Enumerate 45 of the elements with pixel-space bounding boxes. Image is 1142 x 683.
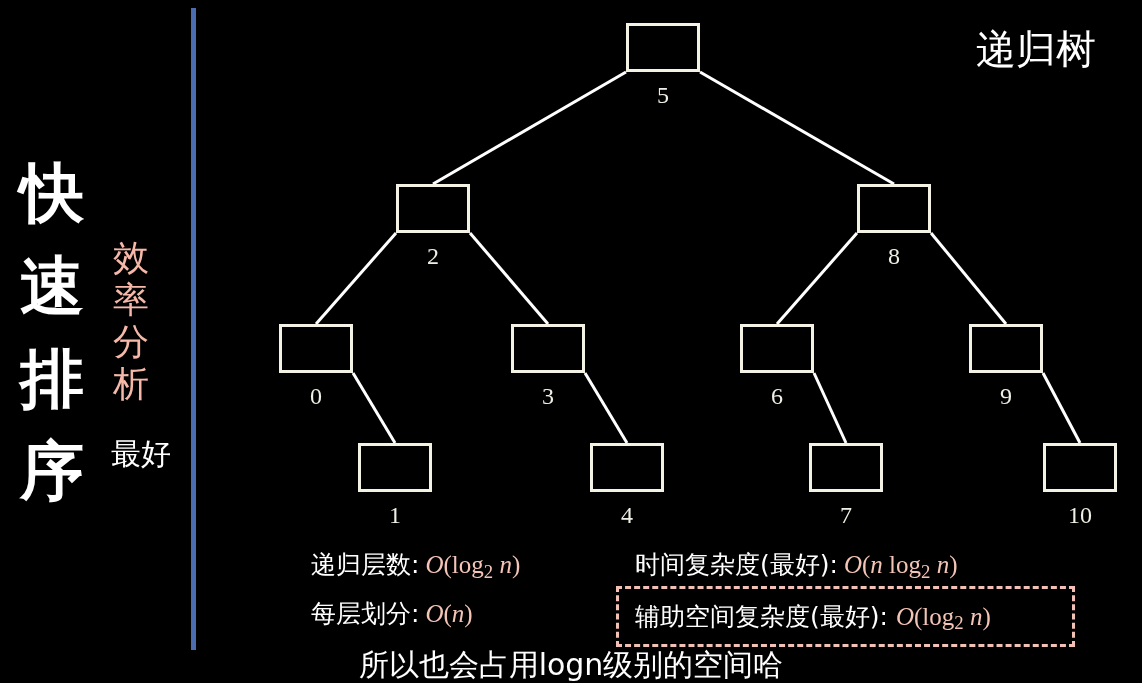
- tree-edge-line: [812, 372, 848, 444]
- node-index-number: 6: [771, 382, 783, 410]
- tree-node-box: [809, 443, 883, 492]
- tree-node-box: [740, 324, 814, 373]
- tree-node-box: [511, 324, 585, 373]
- formula-text: O(log$_{2}$ n): [895, 601, 991, 632]
- subtitle-text: 所以也会占用logn级别的空间哈: [358, 648, 784, 682]
- metric-label: 每层划分:: [311, 599, 420, 629]
- dashed-highlight-frame: [616, 586, 1075, 647]
- node-index-number: 5: [657, 81, 669, 109]
- tree-edge-line: [929, 232, 1008, 325]
- title-text: 递归树: [976, 26, 1096, 72]
- tree-node-box: [626, 23, 700, 72]
- metric-label: 递归层数:: [311, 550, 420, 580]
- tree-edge-line: [583, 372, 629, 444]
- tree-edge-line: [351, 372, 397, 444]
- tree-node-box: [1043, 443, 1117, 492]
- tree-edge-line: [775, 232, 859, 325]
- case-label: 最好: [111, 436, 171, 472]
- tree-node-box: [857, 184, 931, 233]
- tree-edge-line: [699, 70, 895, 186]
- metric-label: 时间复杂度(最好):: [635, 550, 838, 580]
- node-index-number: 3: [542, 382, 554, 410]
- tree-edge-line: [468, 232, 550, 325]
- tree-edge-line: [1041, 372, 1082, 444]
- node-index-number: 8: [888, 242, 900, 270]
- node-index-number: 9: [1000, 382, 1012, 410]
- node-index-number: 2: [427, 242, 439, 270]
- tree-edge-line: [314, 232, 398, 325]
- formula-text: O(n log$_{2}$ n): [843, 550, 958, 580]
- tree-node-box: [590, 443, 664, 492]
- formula-text: O(n): [425, 599, 473, 629]
- tree-node-box: [279, 324, 353, 373]
- node-index-number: 4: [621, 501, 633, 529]
- node-index-number: 7: [840, 501, 852, 529]
- tree-node-box: [969, 324, 1043, 373]
- node-index-number: 10: [1068, 501, 1092, 529]
- tree-edge-line: [432, 70, 627, 186]
- node-index-number: 0: [310, 382, 322, 410]
- tree-node-box: [396, 184, 470, 233]
- vertical-subtitle: 效率分析: [113, 237, 149, 405]
- metric-label: 辅助空间复杂度(最好):: [635, 601, 888, 632]
- node-index-number: 1: [389, 501, 401, 529]
- tree-node-box: [358, 443, 432, 492]
- formula-text: O(log$_{2}$ n): [425, 550, 521, 580]
